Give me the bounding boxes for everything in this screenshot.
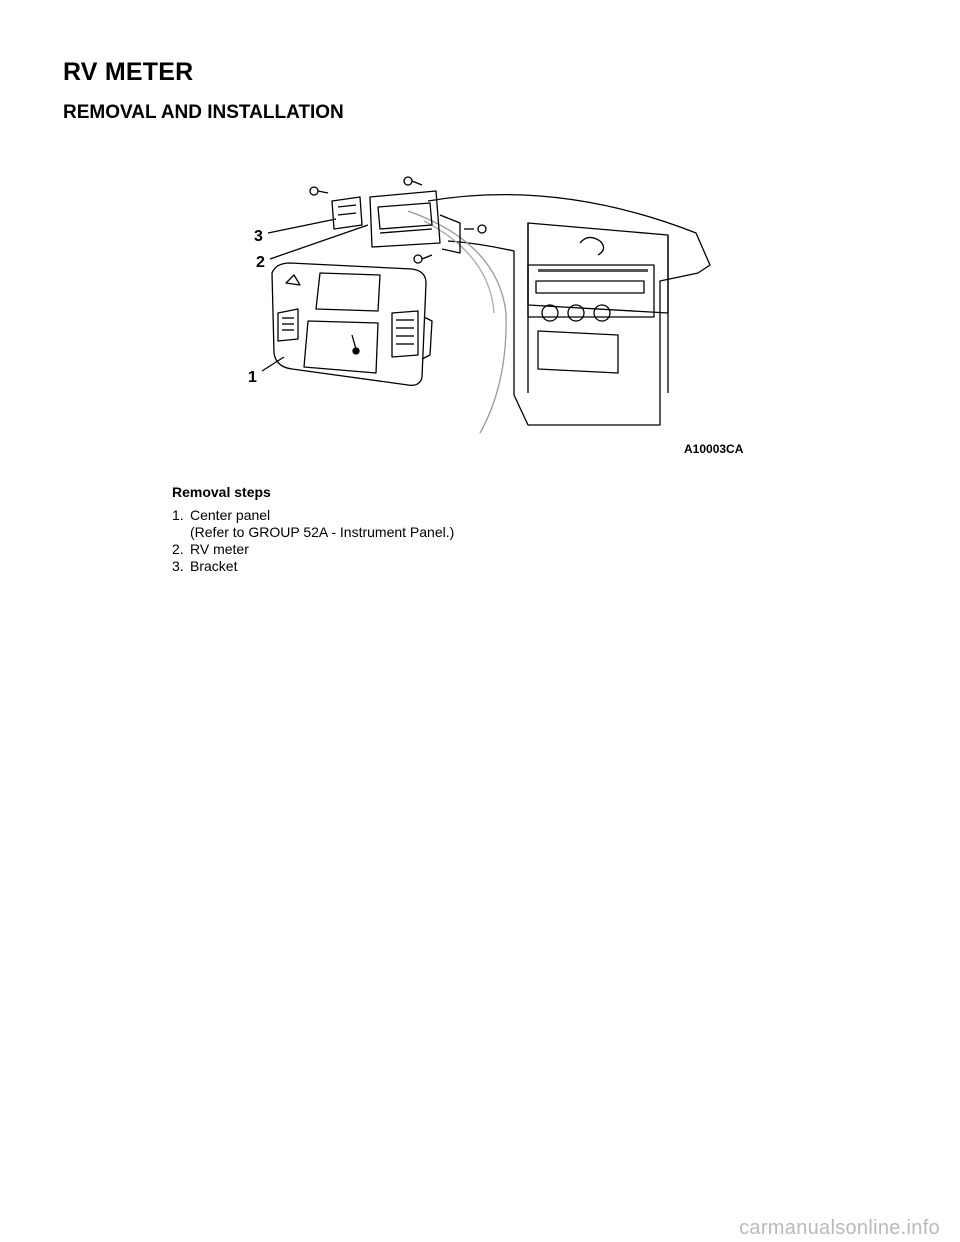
screw-icon: [413, 254, 423, 264]
rv-meter-diagram: 1 2 3 A10003CA: [228, 163, 758, 463]
diagram-svg: 1 2 3 A10003CA: [248, 176, 744, 456]
step-number: 3.: [172, 558, 184, 574]
callout-2: 2: [256, 254, 265, 271]
step-number: 1.: [172, 507, 184, 523]
step-text: Bracket: [190, 558, 238, 574]
bracket: [331, 196, 363, 230]
callout-leader-1: [261, 356, 285, 372]
hazard-switch: [285, 274, 301, 286]
climate-knob-center: [567, 304, 585, 322]
rv-meter-housing: [369, 190, 441, 248]
rv-meter-screen: [377, 202, 433, 230]
center-panel-lower-opening: [303, 320, 379, 374]
dashboard-side-lines: [527, 223, 669, 393]
panel-pull-tab: [351, 334, 357, 350]
removal-steps-heading: Removal steps: [172, 484, 271, 500]
right-air-vent: [391, 310, 419, 358]
wiring-harness: [579, 236, 605, 256]
figure-id: A10003CA: [684, 442, 744, 456]
screw-icon: [477, 224, 487, 234]
steering-wheel-arc: [407, 210, 507, 434]
center-panel: [271, 262, 427, 386]
screw-icon: [403, 176, 413, 186]
step-number: 2.: [172, 541, 184, 557]
dashboard-outline: [427, 193, 711, 426]
step-text: RV meter: [190, 541, 249, 557]
audio-display: [535, 280, 645, 294]
step-item: 1. Center panel: [172, 507, 454, 524]
removal-steps: Removal steps 1. Center panel (Refer to …: [172, 484, 454, 575]
step-note: (Refer to GROUP 52A - Instrument Panel.): [190, 524, 455, 540]
callout-3: 3: [254, 228, 263, 245]
rv-meter-side-bracket: [439, 214, 461, 254]
steering-column: [423, 220, 495, 314]
lower-cubby: [537, 330, 619, 374]
dashboard-center-opening: [527, 222, 669, 314]
center-panel-display-opening: [315, 272, 381, 312]
callout-leader-2: [269, 224, 369, 260]
climate-knob-left: [541, 304, 559, 322]
screw-icon: [309, 186, 319, 196]
page-title: RV METER: [63, 58, 194, 86]
section-title: REMOVAL AND INSTALLATION: [63, 102, 344, 123]
step-text: Center panel: [190, 507, 271, 523]
climate-knob-right: [593, 304, 611, 322]
bracket-detail: [337, 204, 357, 216]
audio-climate-unit: [527, 264, 655, 318]
callout-1: 1: [248, 369, 257, 386]
callout-leader-3: [267, 218, 337, 234]
step-item: 2. RV meter: [172, 541, 454, 558]
left-air-vent: [277, 308, 299, 342]
rv-meter-buttons: [379, 228, 433, 234]
panel-clip: [421, 316, 433, 360]
step-item: 3. Bracket: [172, 558, 454, 575]
watermark: carmanualsonline.info: [739, 1217, 940, 1239]
